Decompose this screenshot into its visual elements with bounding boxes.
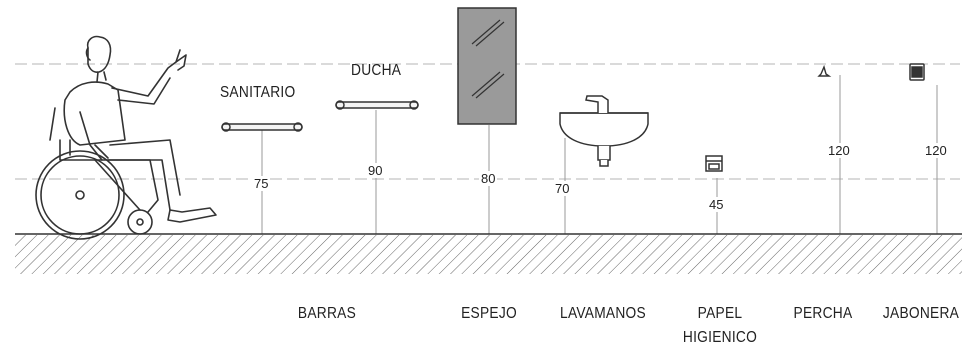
wheelchair-user-figure bbox=[35, 35, 217, 240]
category-jabonera: JABONERA bbox=[882, 305, 960, 322]
espejo-height-value: 80 bbox=[479, 171, 498, 186]
sanitario-height-value: 75 bbox=[252, 176, 271, 191]
lavamanos-washbasin bbox=[559, 95, 649, 167]
category-percha: PERCHA bbox=[793, 305, 853, 322]
category-lavamanos: LAVAMANOS bbox=[560, 305, 646, 322]
category-espejo: ESPEJO bbox=[461, 305, 517, 322]
papel-height-value: 45 bbox=[707, 197, 726, 212]
ducha-label: DUCHA bbox=[351, 62, 402, 79]
jabonera-height-value: 120 bbox=[923, 143, 949, 158]
espejo-mirror bbox=[457, 7, 517, 125]
category-papel-line1: PAPEL bbox=[697, 305, 743, 322]
category-barras: BARRAS bbox=[297, 305, 357, 322]
percha-height-value: 120 bbox=[826, 143, 852, 158]
lavamanos-height-value: 70 bbox=[553, 181, 572, 196]
ducha-height-value: 90 bbox=[366, 163, 385, 178]
dimension-lines bbox=[261, 75, 938, 234]
category-papel-line2: HIGIENICO bbox=[682, 329, 758, 346]
category-papel-higienico: PAPEL HIGIENICO bbox=[679, 302, 762, 350]
jabonera-soap-dispenser bbox=[909, 63, 925, 81]
sanitario-grab-bar bbox=[221, 122, 303, 132]
papel-higienico-holder bbox=[705, 155, 723, 172]
sanitario-label: SANITARIO bbox=[220, 84, 296, 101]
percha-hook bbox=[817, 64, 832, 77]
ducha-grab-bar bbox=[335, 100, 419, 110]
floor-hatch bbox=[15, 235, 962, 274]
